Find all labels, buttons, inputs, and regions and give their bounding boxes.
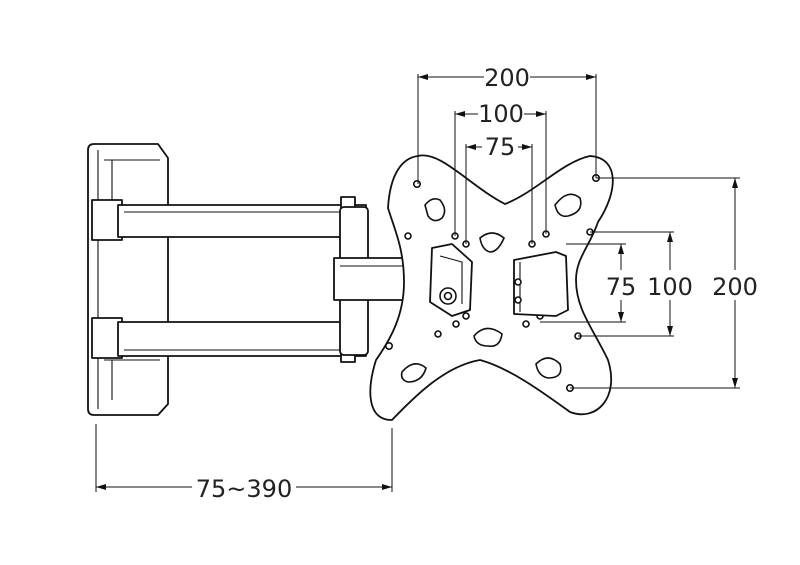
upper-swing-arm: [91, 196, 367, 241]
vesa-width-75-label: 75: [485, 133, 516, 161]
extension-range-label: 75~390: [196, 475, 292, 503]
vesa-height-200-label: 200: [712, 273, 758, 301]
lower-swing-arm: [91, 317, 367, 363]
vesa-horizontal-dimensions: 200 100 75: [417, 64, 597, 244]
vesa-height-100-label: 100: [647, 273, 693, 301]
vesa-plate: [369, 154, 614, 421]
vesa-vertical-dimensions: 75 100 200: [540, 177, 760, 389]
elbow-joint: [333, 206, 415, 356]
extension-dimension: 75~390: [95, 424, 393, 503]
vesa-width-100-label: 100: [478, 100, 524, 128]
vesa-height-75-label: 75: [606, 273, 637, 301]
vesa-width-200-label: 200: [484, 64, 530, 92]
wall-plate: [87, 143, 169, 416]
